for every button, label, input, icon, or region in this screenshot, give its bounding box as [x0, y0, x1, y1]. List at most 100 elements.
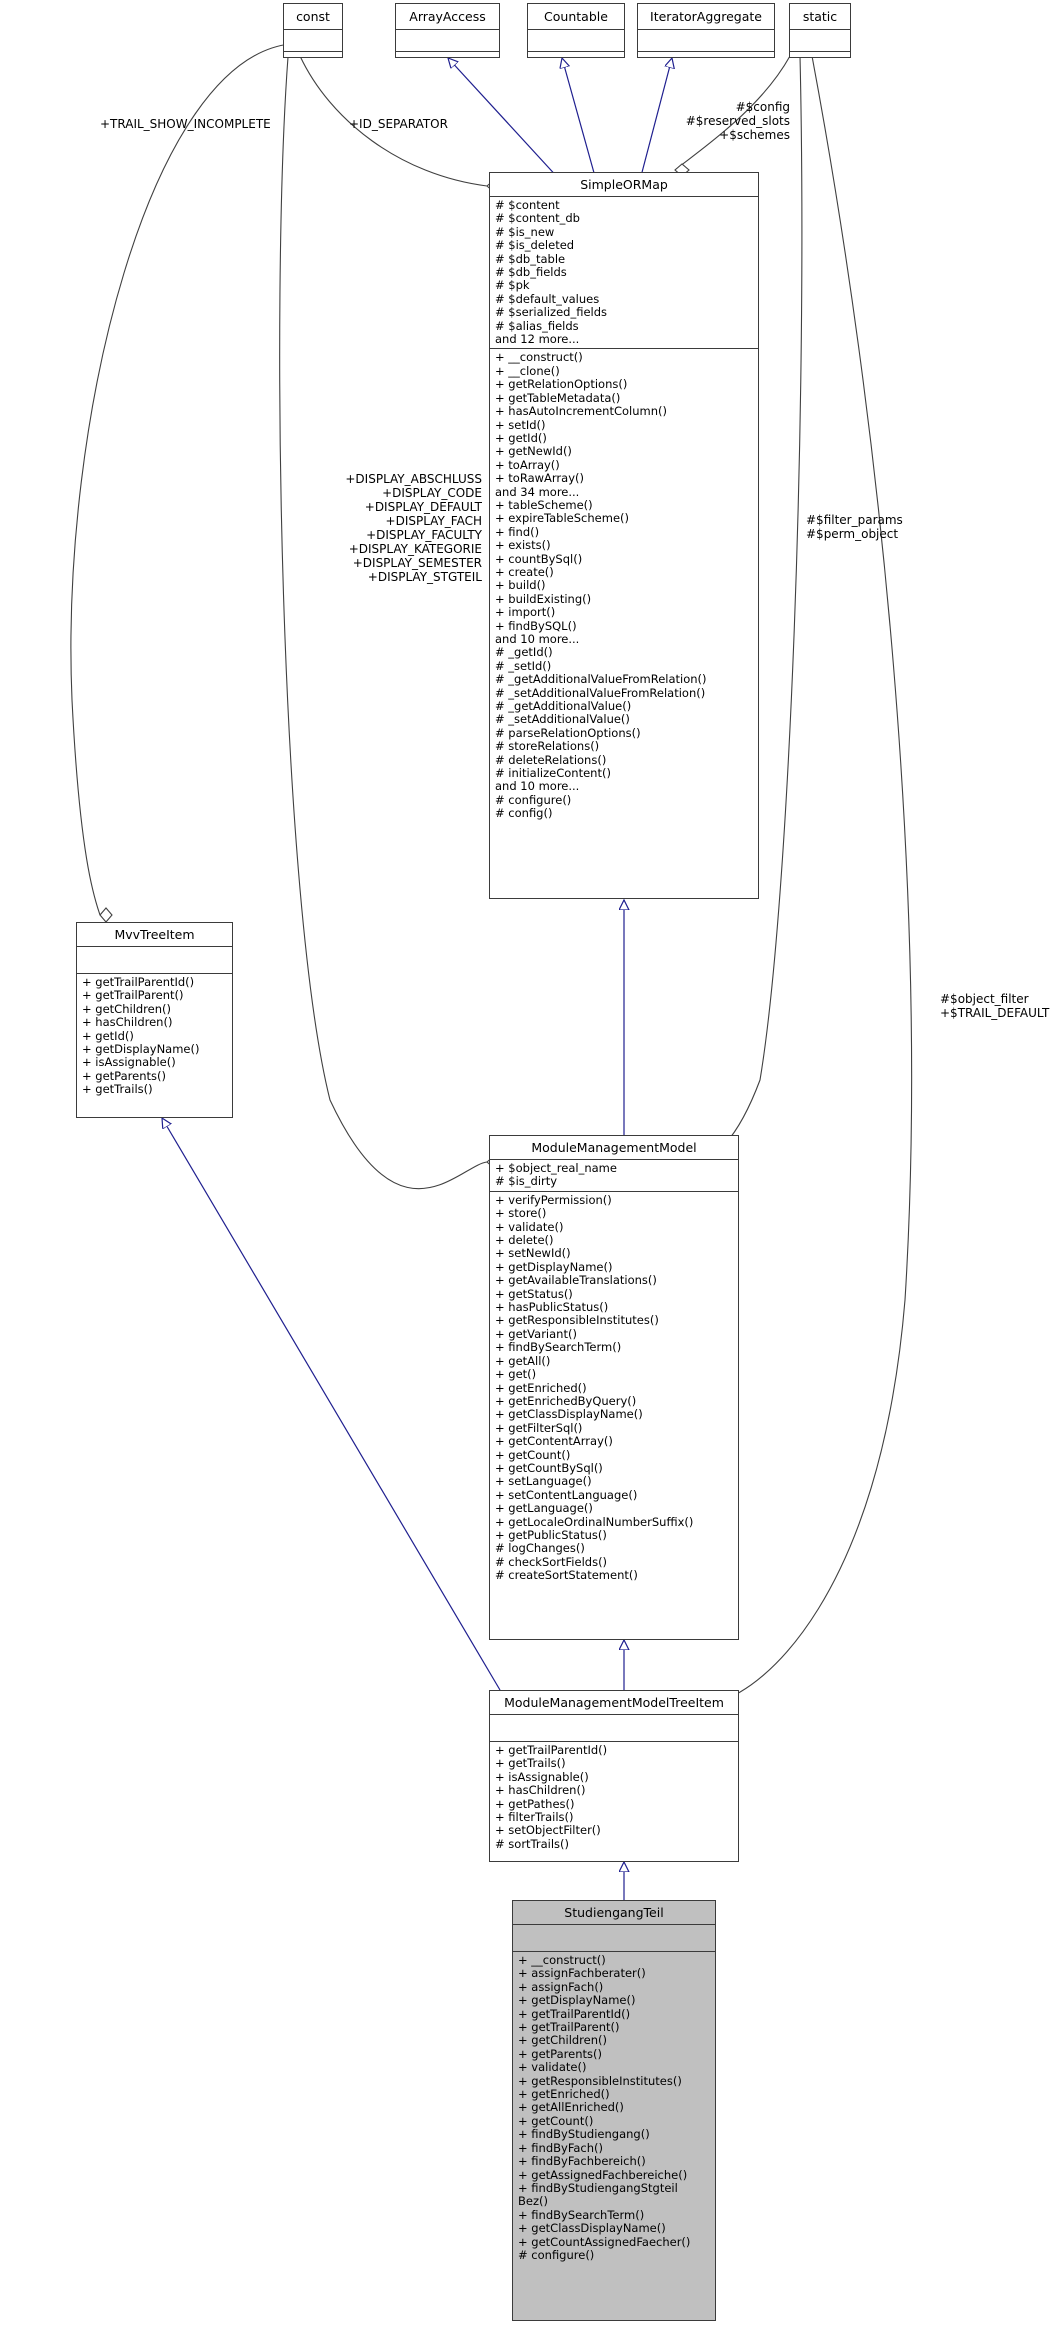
member-row: + delete(): [495, 1233, 554, 1248]
member-row: # $db_table: [495, 251, 566, 266]
member-row: + getLanguage(): [495, 1501, 593, 1516]
node-arrayaccess-title: ArrayAccess: [396, 4, 499, 30]
member-row: Bez(): [518, 2194, 548, 2209]
member-row: # $default_values: [495, 291, 600, 306]
node-iteratoraggregate-title: IteratorAggregate: [638, 4, 774, 30]
member-row: + getEnriched(): [495, 1380, 587, 1395]
node-arrayaccess-attrs: [396, 30, 499, 52]
member-row: # $serialized_fields: [495, 305, 608, 320]
member-row: + getAssignedFachbereiche(): [518, 2167, 688, 2182]
member-row: + getDisplayName(): [82, 1042, 200, 1057]
node-simpleormap-title: SimpleORMap: [490, 173, 758, 197]
member-row: + getId(): [82, 1028, 134, 1043]
node-studiengangteil-title: StudiengangTeil: [513, 1901, 715, 1925]
member-row: + findBySQL(): [495, 618, 577, 633]
member-row: + toArray(): [495, 457, 560, 472]
member-row: + getClassDisplayName(): [518, 2221, 666, 2236]
member-row: + getNewId(): [495, 444, 572, 459]
member-row: + getPathes(): [495, 1796, 575, 1811]
member-row: + countBySql(): [495, 551, 583, 566]
node-const-ops: [284, 52, 342, 74]
member-row: + findByStudiengang(): [518, 2127, 650, 2142]
member-row: + create(): [495, 564, 554, 579]
member-row: + getChildren(): [518, 2033, 607, 2048]
member-row: + getStatus(): [495, 1286, 573, 1301]
node-const[interactable]: const: [283, 3, 343, 58]
member-row: + exists(): [495, 538, 551, 553]
node-studiengangteil-attrs: [513, 1925, 715, 1952]
member-row: + getTableMetadata(): [495, 390, 621, 405]
member-row: and 12 more...: [495, 332, 580, 347]
member-row: + verifyPermission(): [495, 1192, 612, 1207]
node-static-attrs: [790, 30, 850, 52]
node-iteratoraggregate-attrs: [638, 30, 774, 52]
member-row: + build(): [495, 578, 546, 593]
member-row: + store(): [495, 1206, 547, 1221]
member-row: + __clone(): [495, 363, 560, 378]
member-row: # _getAdditionalValueFromRelation(): [495, 672, 707, 687]
member-row: + getResponsibleInstitutes(): [495, 1313, 659, 1328]
member-row: + getCount(): [495, 1447, 571, 1462]
member-row: + getResponsibleInstitutes(): [518, 2073, 682, 2088]
node-countable[interactable]: Countable: [527, 3, 625, 58]
member-row: # $alias_fields: [495, 318, 579, 333]
edge-label-display-constants: +DISPLAY_ABSCHLUSS +DISPLAY_CODE +DISPLA…: [345, 472, 482, 584]
member-row: + assignFach(): [518, 1979, 604, 1994]
member-row: # $pk: [495, 278, 530, 293]
member-row: # $content_db: [495, 211, 580, 226]
member-row: # _setId(): [495, 658, 552, 673]
member-row: # $content: [495, 198, 560, 212]
member-row: + get(): [495, 1367, 537, 1382]
member-row: + buildExisting(): [495, 591, 592, 606]
member-row: + findBySearchTerm(): [495, 1340, 622, 1355]
member-row: + expireTableScheme(): [495, 511, 629, 526]
member-row: + getCountBySql(): [495, 1460, 603, 1475]
member-row: + setId(): [495, 417, 546, 432]
node-mvvtreeitem-title: MvvTreeItem: [77, 923, 232, 947]
node-mvvtreeitem[interactable]: MvvTreeItem + getTrailParentId()+ getTra…: [76, 922, 233, 1118]
node-modulemanagementmodel[interactable]: ModuleManagementModel + $object_real_nam…: [489, 1135, 739, 1640]
edge-label-static-config: #$config #$reserved_slots +$schemes: [685, 100, 790, 142]
member-row: # checkSortFields(): [495, 1554, 608, 1569]
member-row: + findBySearchTerm(): [518, 2207, 645, 2222]
edge-label-trail-show-incomplete: +TRAIL_SHOW_INCOMPLETE: [100, 117, 271, 131]
member-row: + getParents(): [82, 1068, 166, 1083]
member-row: + getDisplayName(): [518, 1993, 636, 2008]
node-iteratoraggregate-ops: [638, 52, 774, 74]
member-row: + findByStudiengangStgteil: [518, 2180, 678, 2195]
member-row: + getRelationOptions(): [495, 377, 628, 392]
node-studiengangteil[interactable]: StudiengangTeil + __construct() + assignF…: [512, 1900, 716, 2321]
member-row: + getVariant(): [495, 1326, 577, 1341]
edge-label-object-filter: #$object_filter +$TRAIL_DEFAULT: [940, 992, 1050, 1020]
node-iteratoraggregate[interactable]: IteratorAggregate: [637, 3, 775, 58]
node-modulemanagementmodeltreeitem[interactable]: ModuleManagementModelTreeItem + getTrail…: [489, 1690, 739, 1862]
node-const-title: const: [284, 4, 342, 30]
member-row: + find(): [495, 524, 540, 539]
member-row: + hasChildren(): [82, 1015, 173, 1030]
member-row: # sortTrails(): [495, 1836, 570, 1851]
node-static[interactable]: static: [789, 3, 851, 58]
node-static-title: static: [790, 4, 850, 30]
member-row: + getTrailParentId(): [495, 1743, 608, 1757]
member-row: + getDisplayName(): [495, 1259, 613, 1274]
member-row: # config(): [495, 806, 553, 821]
member-row: # storeRelations(): [495, 739, 600, 754]
node-modulemanagementmodeltreeitem-attrs: [490, 1715, 738, 1742]
member-row: + __construct(): [518, 1953, 606, 1967]
member-row: + toRawArray(): [495, 471, 584, 486]
member-row: # parseRelationOptions(): [495, 725, 641, 740]
node-const-attrs: [284, 30, 342, 52]
member-row: + __construct(): [495, 350, 583, 365]
member-row: + getCountAssignedFaecher(): [518, 2234, 691, 2249]
node-arrayaccess[interactable]: ArrayAccess: [395, 3, 500, 58]
member-row: + tableScheme(): [495, 497, 593, 512]
node-simpleormap[interactable]: SimpleORMap # $content# $content_db# $is…: [489, 172, 759, 899]
member-row: + setObjectFilter(): [495, 1823, 601, 1838]
node-simpleormap-attrs: # $content# $content_db# $is_new# $is_de…: [490, 197, 758, 350]
member-row: + findByFach(): [518, 2140, 604, 2155]
member-row: + setLanguage(): [495, 1474, 592, 1489]
member-row: + getAvailableTranslations(): [495, 1273, 657, 1288]
member-row: # _getId(): [495, 645, 553, 660]
member-row: + $object_real_name: [495, 1161, 617, 1175]
